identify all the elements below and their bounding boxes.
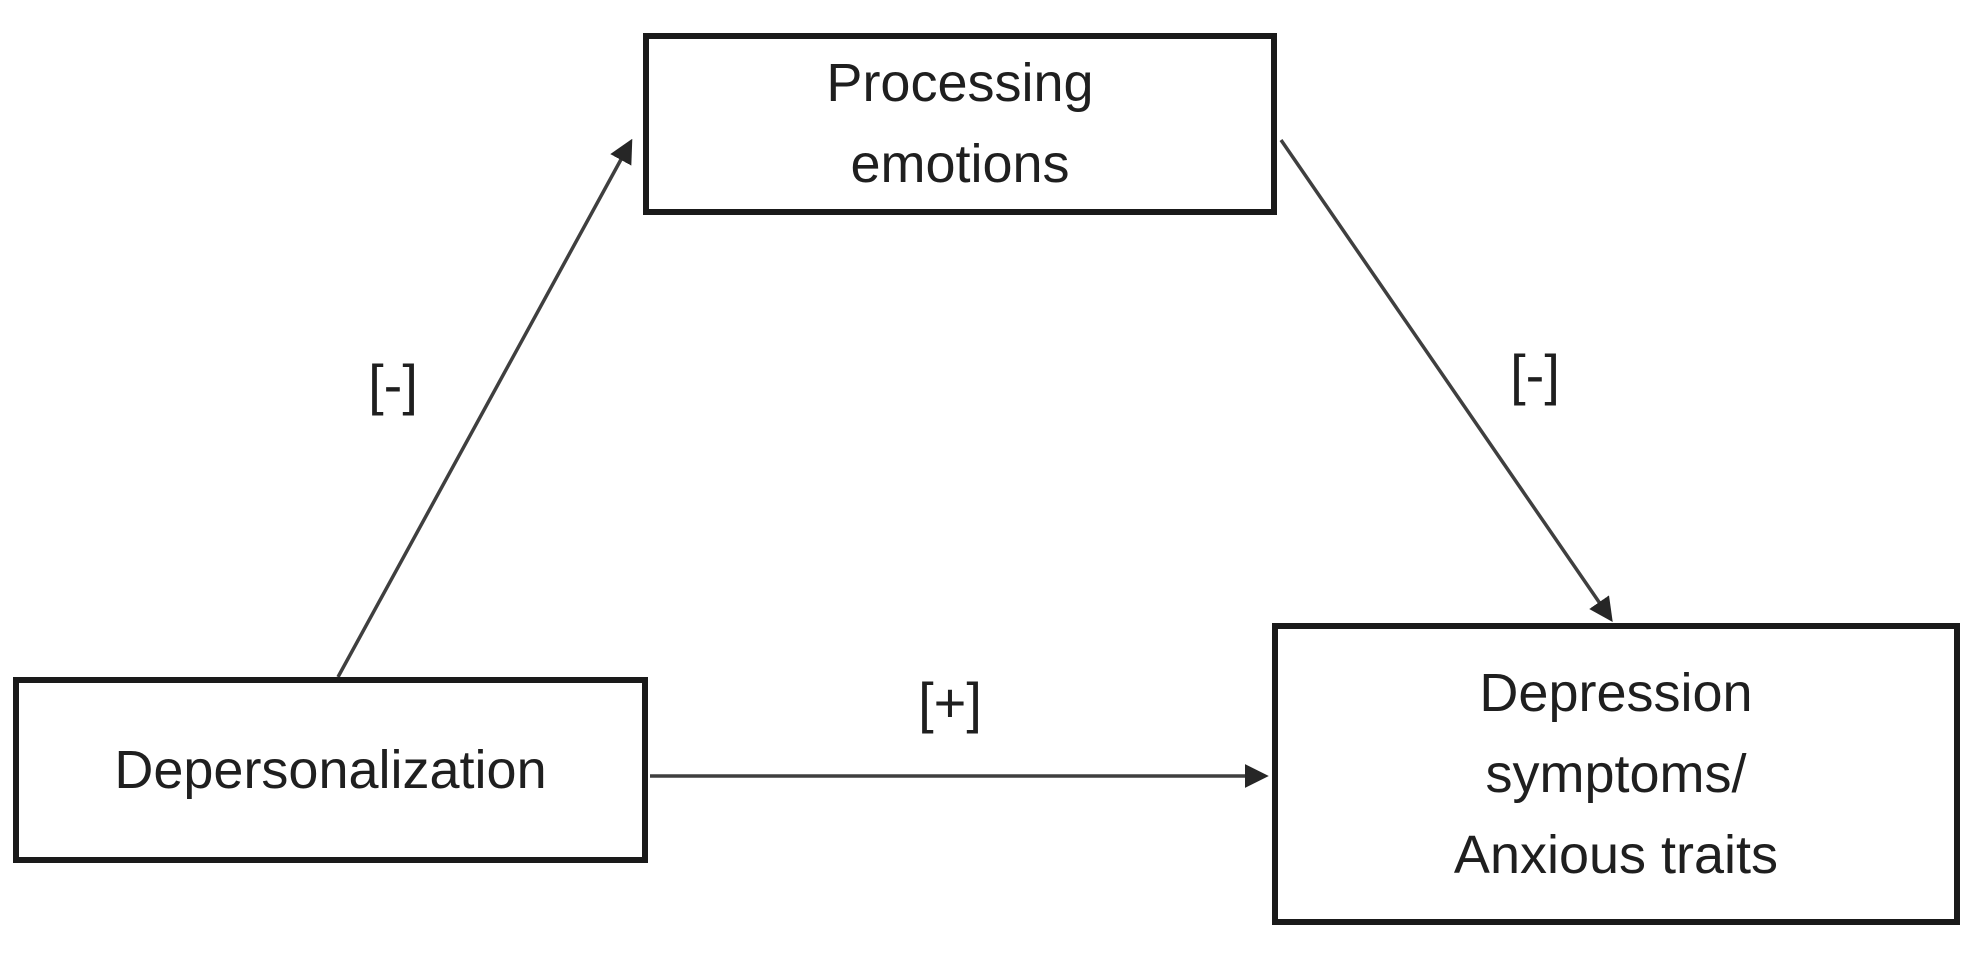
edge-sign-label-b: [-] [1510,343,1560,406]
node-depression-anxious-traits: Depression symptoms/ Anxious traits [1272,623,1960,925]
node-depersonalization: Depersonalization [13,677,648,863]
node-label-line: Depression [1479,662,1753,723]
node-label-line: symptoms/ [1485,743,1747,804]
edge-sign-label-c: [+] [918,671,982,734]
node-label-line: emotions [850,134,1070,194]
arrow-processing-emotions-to-depression [1279,139,1613,622]
arrow-depersonalization-to-processing-emotions [336,138,633,678]
node-label-line: Depersonalization [114,739,547,800]
node-label-line: Processing [826,53,1094,113]
node-processing-emotions: Processing emotions [643,33,1277,215]
edge-sign-label-a: [-] [368,353,418,416]
node-label-line: Anxious traits [1453,824,1779,885]
